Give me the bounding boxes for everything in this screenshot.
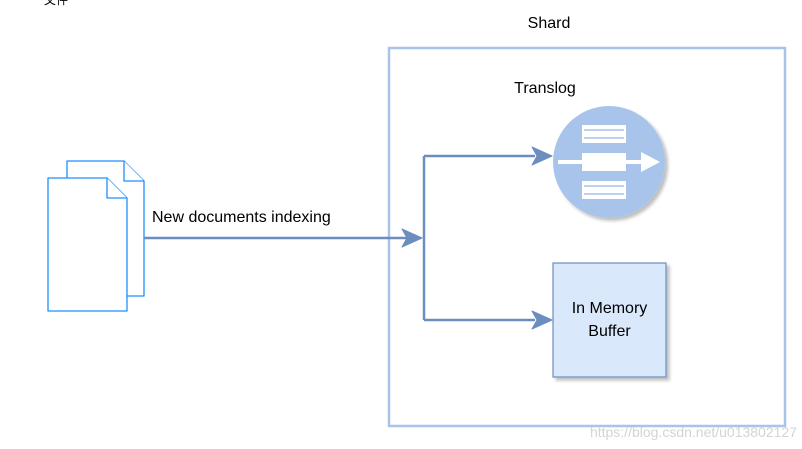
arrow-heads — [401, 146, 553, 330]
arrowhead-to-buffer — [531, 310, 553, 330]
documents-icon — [47, 160, 145, 312]
edge-label: New documents indexing — [152, 209, 331, 226]
shard-label: Shard — [528, 15, 571, 32]
buffer-label-line2: Buffer — [588, 323, 631, 340]
arrowhead-to-shard — [401, 228, 423, 248]
connectors — [144, 154, 535, 322]
watermark-text: https://blog.csdn.net/u013802127 — [590, 424, 797, 440]
top-left-caption: 文件 — [44, 0, 68, 7]
buffer-label-line1: In Memory — [572, 300, 648, 317]
in-memory-buffer-box — [552, 262, 667, 378]
translog-label: Translog — [514, 80, 576, 97]
arrowhead-to-translog — [531, 146, 553, 166]
translog-queue-icon — [553, 106, 665, 218]
